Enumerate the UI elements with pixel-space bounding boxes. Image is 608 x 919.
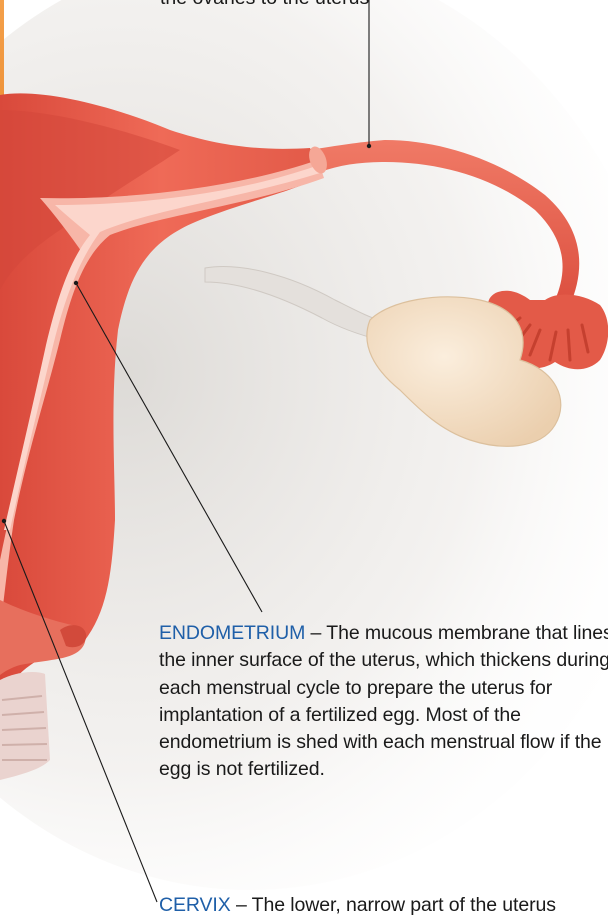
cervix-term: CERVIX xyxy=(159,894,231,916)
endometrium-caption: ENDOMETRIUM – The mucous membrane that l… xyxy=(159,620,608,784)
endometrium-pointer-dot xyxy=(74,281,78,285)
cervix-description: – The lower, narrow part of the uterus xyxy=(231,894,556,916)
cervix-caption: CERVIX – The lower, narrow part of the u… xyxy=(159,892,608,919)
top-pointer-dot xyxy=(367,144,371,148)
endometrium-description: – The mucous membrane that lines the inn… xyxy=(159,622,608,780)
endometrium-term: ENDOMETRIUM xyxy=(159,622,305,644)
vaginal-canal xyxy=(0,672,50,780)
fallopian-tube-caption-fragment: the ovaries to the uterus xyxy=(160,0,369,10)
cervix-pointer-dot xyxy=(2,519,6,523)
